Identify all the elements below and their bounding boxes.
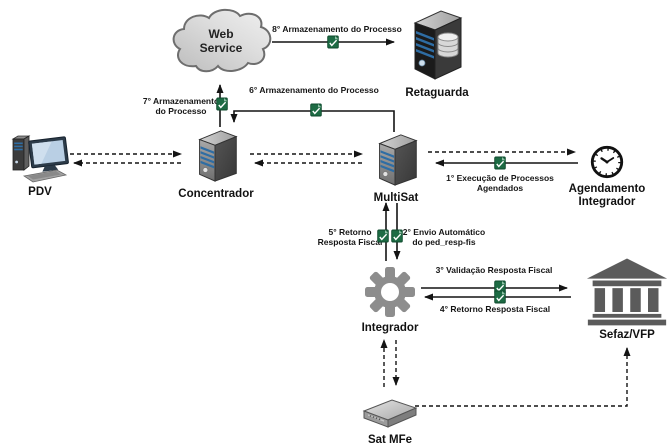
edge-label-1: 1° Execução de Processos Agendados (446, 173, 554, 193)
gear-icon (365, 267, 415, 317)
document-icon (377, 229, 389, 243)
node-label-multisat: MultiSat (373, 192, 419, 204)
document-icon (494, 156, 506, 170)
node-web-service: Web Service (166, 4, 276, 82)
node-label-integrador: Integrador (361, 322, 419, 334)
document-icon (494, 290, 506, 304)
edge-label-3: 3° Validação Resposta Fiscal (435, 265, 553, 275)
server-tower-icon (378, 134, 418, 186)
bank-building-icon (586, 258, 668, 326)
edge-label-8: 8° Armazenamento do Processo (272, 24, 402, 34)
node-multisat: MultiSat (352, 128, 440, 205)
desktop-computer-icon (11, 135, 69, 183)
edge-label-6: 6° Armazenamento do Processo (249, 85, 379, 95)
node-retaguarda: Retaguarda (392, 5, 482, 100)
document-icon (216, 97, 228, 111)
node-label-web-service: Web Service (199, 27, 243, 55)
edge-label-5: 5° Retorno Resposta Fiscal (317, 227, 383, 247)
node-sefaz-vfp: Sefaz/VFP (583, 255, 671, 342)
document-icon (391, 229, 403, 243)
sat-device-icon (362, 399, 418, 428)
link-satmfe-to-sefaz (415, 347, 631, 407)
cloud-icon (172, 8, 272, 73)
node-concentrador: Concentrador (172, 124, 260, 201)
edge-label-2: 2° Envio Automático do ped_resp-fis (402, 227, 486, 247)
node-label-concentrador: Concentrador (178, 188, 254, 200)
node-label-agendamento-integrador: Agendamento Integrador (568, 183, 646, 208)
node-label-retaguarda: Retaguarda (405, 87, 469, 99)
clock-icon (590, 145, 624, 179)
node-integrador: Integrador (348, 264, 432, 335)
edge-label-4: 4° Retorno Resposta Fiscal (439, 304, 551, 314)
edge-label-7: 7° Armazenamento do Processo (142, 96, 220, 116)
node-agendamento-integrador: Agendamento Integrador (566, 143, 648, 209)
node-label-pdv: PDV (28, 186, 52, 198)
server-tower-icon (198, 130, 238, 182)
document-icon (327, 35, 339, 49)
server-database-icon (413, 10, 463, 80)
node-label-sat-mfe: Sat MFe (367, 434, 413, 446)
node-label-sefaz-vfp: Sefaz/VFP (599, 329, 655, 341)
document-icon (310, 103, 322, 117)
node-sat-mfe: Sat MFe (358, 394, 422, 447)
node-pdv: PDV (2, 130, 78, 199)
